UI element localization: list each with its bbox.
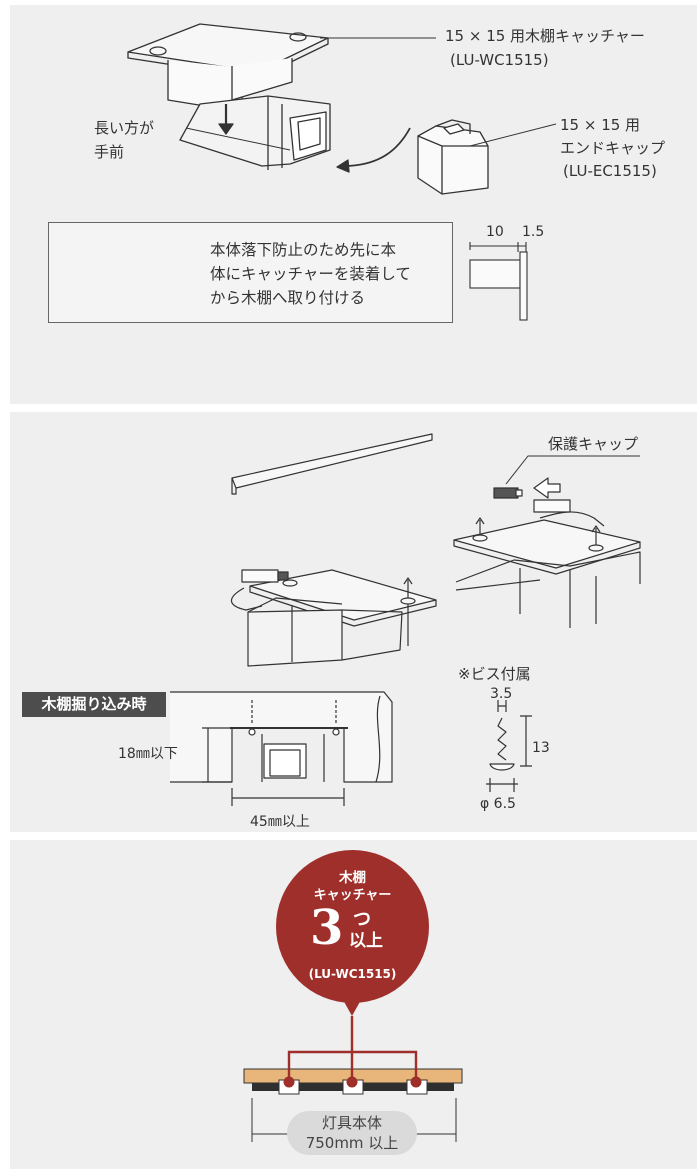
screw-dim-top: 3.5 <box>490 686 513 702</box>
length-line-2: 750mm 以上 <box>305 1134 399 1152</box>
screw-dim-side: 13 <box>532 740 550 756</box>
badge-line-1: 木棚 <box>339 870 366 886</box>
catcher-code: (LU-WC1515) <box>450 51 549 69</box>
endcap-label: 15 × 15 用 <box>560 116 641 134</box>
warning-line-2: 体にキャッチャーを装着して <box>210 265 411 283</box>
catcher-count-badge: 木棚 キャッチャー 3 つ 以上 (LU-WC1515) <box>276 850 429 1003</box>
warning-line-1: 本体落下防止のため先に本 <box>210 241 397 259</box>
badge-suffix: 以上 <box>349 931 383 951</box>
long-side-label-2: 手前 <box>94 143 125 161</box>
screw-dim-bottom: φ 6.5 <box>480 796 516 812</box>
catcher-label: 15 × 15 用木棚キャッチャー <box>445 27 645 45</box>
width-label: 45㎜以上 <box>250 814 310 830</box>
protect-cap-label: 保護キャップ <box>548 435 639 453</box>
warning-text: 本体落下防止のため先に本 体にキャッチャーを装着して から木棚へ取り付ける <box>210 238 411 310</box>
badge-unit: つ <box>353 909 371 930</box>
endcap-name: エンドキャップ <box>560 139 666 157</box>
dim-label-1-5: 1.5 <box>522 224 545 240</box>
badge-line-2: キャッチャー <box>313 888 392 903</box>
panel-catcher-install <box>10 5 697 404</box>
long-side-label-1: 長い方が <box>94 119 155 137</box>
recess-label: 木棚掘り込み時 <box>22 692 166 717</box>
dim-label-10: 10 <box>486 224 504 240</box>
depth-label: 18㎜以下 <box>118 746 178 762</box>
length-line-1: 灯具本体 <box>321 1114 382 1132</box>
badge-code: (LU-WC1515) <box>308 967 397 981</box>
screw-note: ※ビス付属 <box>458 665 531 683</box>
warning-line-3: から木棚へ取り付ける <box>210 289 366 307</box>
length-requirement-pill: 灯具本体 750mm 以上 <box>287 1111 417 1155</box>
warning-box <box>48 222 453 323</box>
endcap-code: (LU-EC1515) <box>563 162 657 180</box>
badge-number: 3 <box>310 900 344 956</box>
